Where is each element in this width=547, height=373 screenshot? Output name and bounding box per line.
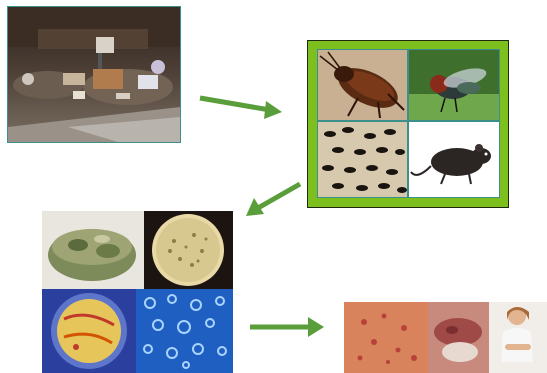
moldy-food-image [42,211,144,289]
arrow-vectors-to-microbes [240,180,306,222]
diseases-panel [344,302,547,373]
stomach-pain-image [489,302,547,373]
cockroach-icon [318,50,407,120]
microbes-panel [42,211,233,373]
garbage-dump-icon [8,7,180,142]
bacterial-culture-plate-image [42,289,136,373]
microscopic-cells-icon [136,289,233,373]
ants-icon [318,122,407,197]
skin-infection-image [344,302,428,373]
housefly-icon [409,50,499,120]
skin-infection-icon [344,302,428,373]
disease-vectors-panel [307,40,509,208]
housefly-image [408,49,500,121]
bacterial-culture-plate-icon [42,289,136,373]
lip-lesion-image [428,302,489,373]
bacteria-colonies-dish-image [144,211,233,289]
arrow-microbes-to-diseases [246,314,328,340]
stomach-pain-icon [489,302,547,373]
rat-image [408,121,500,198]
rat-icon [409,122,499,197]
moldy-food-icon [42,211,144,289]
bacteria-colonies-dish-icon [144,211,233,289]
arrow-garbage-to-vectors [196,92,288,122]
microscopic-cells-image [136,289,233,373]
garbage-dump-image [7,6,181,143]
cockroach-image [317,49,408,121]
lip-lesion-icon [428,302,489,373]
ants-image [317,121,408,198]
